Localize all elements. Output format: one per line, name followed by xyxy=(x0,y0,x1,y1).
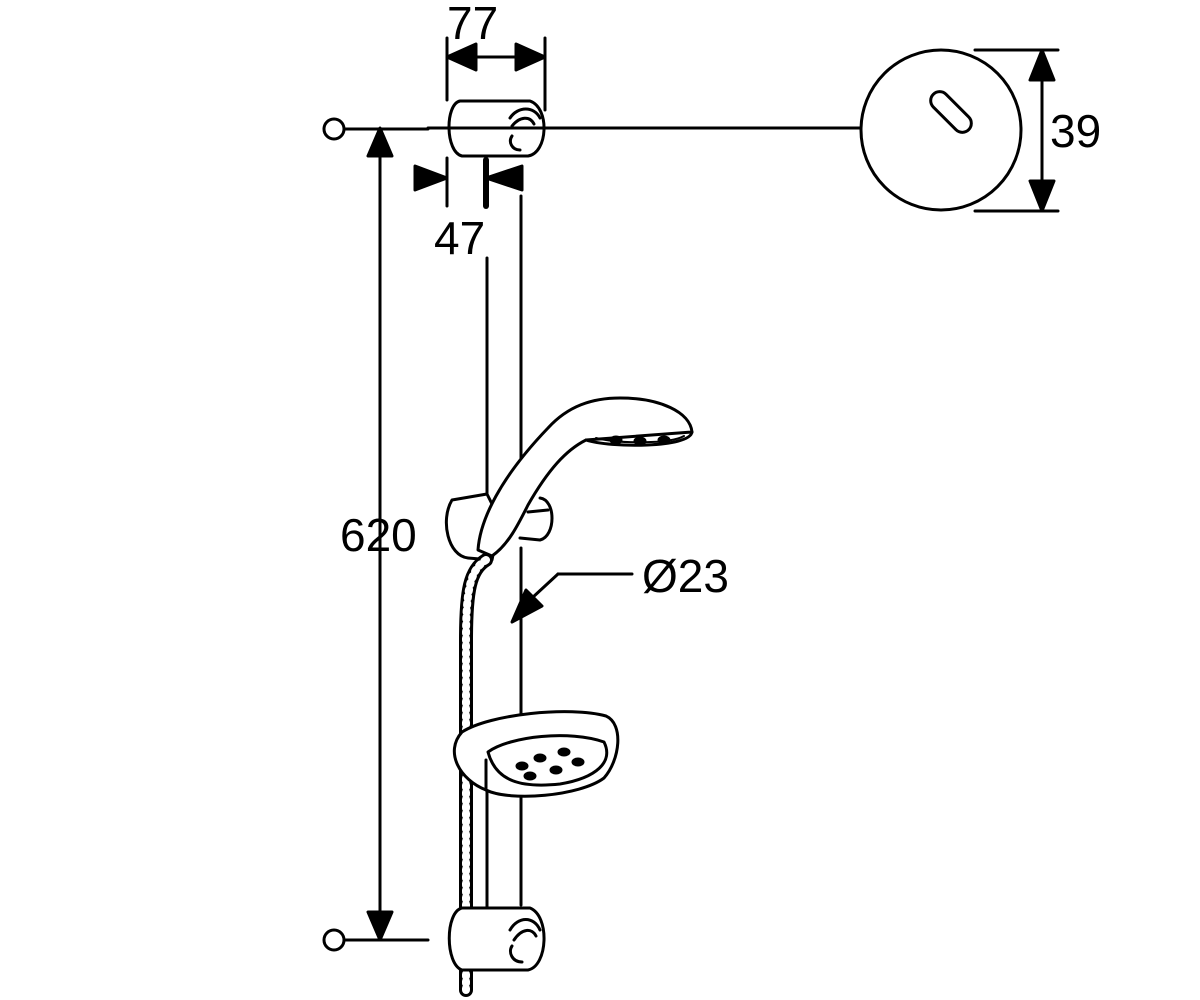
bracket-width-dimension-line xyxy=(445,36,547,112)
bracket-diameter-label: 39 xyxy=(1050,105,1102,157)
wall-offset-dimension-line xyxy=(413,156,524,209)
bracket-top-view xyxy=(859,48,1023,212)
rail-length-label: 620 xyxy=(340,509,417,561)
slide-rail xyxy=(485,194,523,910)
bracket-width-label: 77 xyxy=(447,0,499,49)
rail-length-dimension-line xyxy=(366,126,394,942)
bottom-wall-bracket xyxy=(447,906,546,972)
wall-fixing-points xyxy=(322,117,430,952)
rail-diameter-leader xyxy=(510,572,634,624)
hand-shower xyxy=(476,396,694,558)
top-wall-bracket xyxy=(426,99,864,158)
bracket-diameter-dimension-line xyxy=(973,48,1060,213)
shower-hose xyxy=(459,553,493,997)
rail-diameter-label: Ø23 xyxy=(642,550,729,602)
soap-dish xyxy=(452,710,620,798)
wall-offset-label: 47 xyxy=(434,212,486,264)
